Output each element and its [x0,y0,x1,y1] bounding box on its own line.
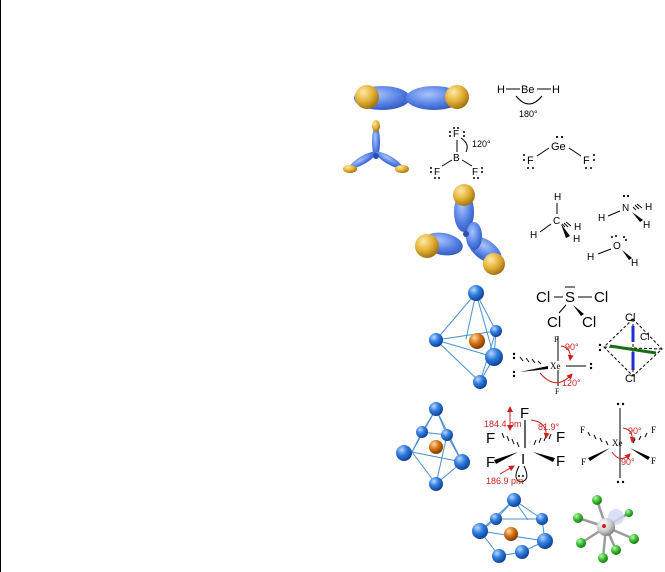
capped-polyhedron-atoms [472,493,553,563]
ch4-structure: H C H H H [530,192,581,245]
sbcl5-atom-cl-right: Cl [640,332,649,343]
xef6-center-xe: Xe [612,438,623,448]
if5-atom-f-lower-left: F [486,454,495,471]
xef6-atom-f-bottom-left: F [581,457,586,467]
scl4-structure: Cl S Cl Cl Cl [536,286,608,331]
beh2-atom-h-right: H [552,84,560,96]
scl4-atom-s: S [565,289,575,306]
nh3-structure: N H H H [598,194,652,231]
sbcl5-atom-cl-bottom: Cl [625,373,635,385]
beh2-structure: H Be H 180° [497,84,560,119]
xef6-angle-b: 90° [621,457,635,467]
if5-atom-f-left: F [486,430,495,447]
xef6-atom-f-bottom-right: F [651,456,656,466]
if5-atom-f-lower-right: F [556,453,565,470]
ball-and-stick-model [573,495,639,563]
h2o-atom-h-right: H [631,258,638,269]
xef6-structure: F F Xe F F 90° 90° [580,402,656,484]
xef4-angle-120: 120° [562,378,581,388]
trigonal-bipyramid-model [435,292,497,383]
xef4-angle-90: 90° [565,342,579,352]
scl4-atom-cl-bottom-right: Cl [582,314,596,331]
xef4-structure: F Xe F 90° 120° [512,335,593,396]
ch4-atom-h-left: H [530,230,537,241]
xef4-atom-f-top: F [554,335,559,344]
ch4-atom-h-top: H [554,192,561,203]
if5-angle: 81.9° [538,422,560,432]
h2o-atom-o: O [613,241,621,252]
h2o-atom-h-left: H [587,252,594,263]
sbcl5-atom-cl-top: Cl [625,312,635,324]
beh2-atom-h-left: H [497,84,505,96]
tetrahedral-orbital-model [415,184,505,275]
if5-structure: F I F F F F 184.4 pm 81.9° 186.9 pm [484,405,565,486]
xef6-atom-f-top-right: F [651,425,656,435]
xef4-center-xe: Xe [550,361,561,371]
scl4-atom-cl-right: Cl [594,289,608,306]
nh3-atom-h-right: H [645,202,652,213]
nh3-atom-h-left: H [598,213,605,224]
ch4-atom-c: C [553,216,560,227]
nh3-atom-h-wedge: H [643,220,650,231]
xef6-atom-f-top-left: F [580,425,585,435]
bf3-atom-f-top: F [453,129,459,140]
if5-distance-top: 184.4 pm [484,419,522,429]
square-pyramid-atoms [396,402,470,491]
if5-atom-f-top: F [520,405,529,422]
xef6-angle-a: 90° [628,426,642,436]
bf3-atom-f-right: F [472,167,478,178]
nh3-atom-n: N [622,203,629,214]
if5-atom-f-right: F [556,429,565,446]
scl4-atom-cl-left: Cl [536,289,550,306]
gef2-atom-f-right: F [583,155,590,167]
if5-distance-bottom: 186.9 pm [486,476,524,486]
bf3-structure: F B F F 120° [430,127,491,179]
ch4-atom-h-dash: H [574,222,581,233]
gef2-atom-f-left: F [527,155,534,167]
linear-orbital-model [354,85,469,110]
ch4-atom-h-wedge: H [573,234,580,245]
gef2-structure: Ge F F [523,135,595,169]
trigonal-orbital-model [343,120,409,173]
scl4-atom-cl-bottom-left: Cl [547,314,561,331]
trigonal-bipyramid-atoms [429,285,503,389]
h2o-structure: O H H [587,235,638,269]
sbcl5-structure: Cl Cl Cl [598,312,663,385]
beh2-angle-label: 180° [519,109,538,119]
left-border-line [0,0,1,572]
bf3-atom-f-left: F [434,167,440,178]
bf3-angle-label: 120° [472,139,491,149]
gef2-atom-ge: Ge [551,141,566,153]
beh2-atom-be: Be [521,84,534,96]
bf3-atom-b: B [453,153,460,164]
xef4-atom-f-bottom: F [555,387,560,396]
if5-center-i: I [521,451,525,468]
